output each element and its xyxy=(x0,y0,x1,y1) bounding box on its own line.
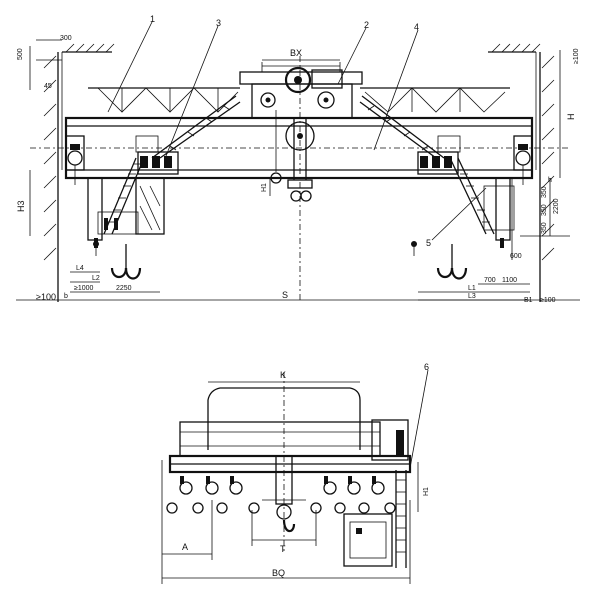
left-marker xyxy=(93,241,99,256)
dim-h3: H3 xyxy=(16,200,26,212)
dim-gt1000: ≥1000 xyxy=(74,285,94,292)
callout-leader-side xyxy=(409,369,429,469)
dim-350b: 350 xyxy=(541,204,548,216)
front-elevation-view xyxy=(16,21,580,302)
dim-500: 500 xyxy=(17,48,24,60)
dim-a: A xyxy=(182,542,188,552)
dim-ge100-right: ≥100 xyxy=(540,297,556,304)
right-end-carriage xyxy=(513,135,533,185)
callout-3: 3 xyxy=(216,18,221,28)
right-building-wall xyxy=(535,52,555,302)
dim-h-small: h xyxy=(548,177,552,184)
dim-l3: L3 xyxy=(468,293,476,300)
left-rail-column xyxy=(87,177,103,248)
left-stairs xyxy=(103,95,241,235)
dimension-lines-top xyxy=(16,46,580,301)
left-building-wall xyxy=(43,52,63,302)
dim-s: S xyxy=(282,290,288,300)
dim-gt100-top: ≥100 xyxy=(573,48,580,64)
dim-700: 700 xyxy=(484,277,496,284)
side-cab xyxy=(343,513,393,567)
left-end-carriage xyxy=(65,135,85,185)
dimension-labels-top: 300 500 45 BX ≥100 H H1 H3 h 350 350 350… xyxy=(16,35,580,304)
right-marker xyxy=(411,241,417,256)
dim-300: 300 xyxy=(60,35,72,42)
side-wheels-right xyxy=(310,476,396,514)
dim-2200: 2200 xyxy=(553,198,560,214)
dim-h: H xyxy=(566,114,576,121)
dim-h1-side: H1 xyxy=(423,487,430,496)
left-lower-hook xyxy=(110,244,142,280)
callout-2: 2 xyxy=(364,20,369,30)
dim-l4: L4 xyxy=(76,265,84,272)
main-hook-block xyxy=(287,118,313,202)
dim-t: T xyxy=(280,544,286,554)
dim-bq: BQ xyxy=(272,568,285,578)
dimension-lines-side xyxy=(161,381,419,584)
dim-b1: B1 xyxy=(524,297,533,304)
dim-600: 600 xyxy=(510,253,522,260)
dim-k: K xyxy=(280,370,286,380)
side-hook xyxy=(262,455,306,533)
aux-hook-block xyxy=(270,110,282,184)
operator-cab xyxy=(97,177,165,235)
dim-l1: L1 xyxy=(468,285,476,292)
trolley xyxy=(239,56,363,300)
dim-45: 45 xyxy=(44,83,52,90)
side-girder xyxy=(168,454,412,474)
right-roof xyxy=(488,43,541,53)
side-wheels-left xyxy=(166,476,260,514)
left-roof xyxy=(36,39,115,61)
right-rail-column xyxy=(483,177,515,248)
right-stairs xyxy=(359,95,495,235)
callout-leaders-top xyxy=(107,21,487,241)
left-control-panels xyxy=(135,135,179,175)
right-control-panels xyxy=(417,135,461,175)
dim-1100: 1100 xyxy=(502,277,517,284)
callout-labels: 1 2 3 4 5 6 xyxy=(150,14,431,372)
callout-1: 1 xyxy=(150,14,155,24)
dim-h1-top: H1 xyxy=(261,183,268,192)
dim-ge100-left: ≥100 xyxy=(36,292,56,302)
dim-2250: 2250 xyxy=(116,285,132,292)
side-view xyxy=(161,369,429,584)
side-ladder xyxy=(395,470,407,568)
callout-6: 6 xyxy=(424,362,429,372)
dim-350a: 350 xyxy=(541,186,548,198)
dimension-labels-side: K H1 A T BQ xyxy=(182,370,430,578)
callout-4: 4 xyxy=(414,22,419,32)
dim-350c: 350 xyxy=(541,222,548,234)
upper-railing xyxy=(88,87,510,113)
right-lower-hook xyxy=(436,244,468,280)
callout-5: 5 xyxy=(426,238,431,248)
dim-l2: L2 xyxy=(92,275,100,282)
dim-bx: BX xyxy=(290,48,302,58)
dim-b: b xyxy=(64,293,68,300)
